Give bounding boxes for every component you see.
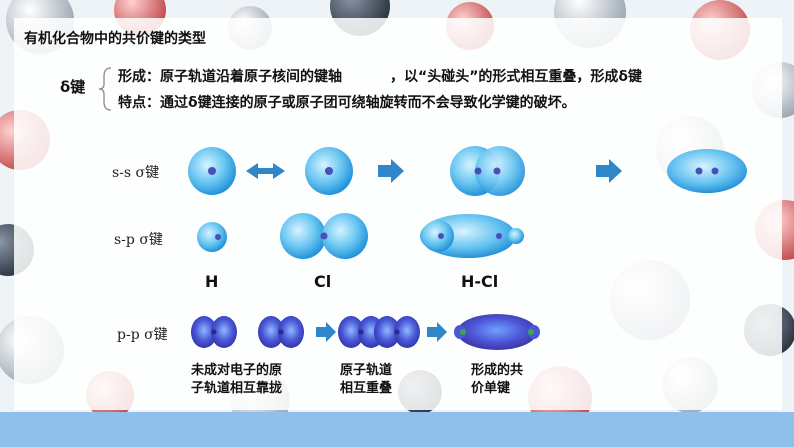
- step2-line2: 相互重叠: [340, 381, 393, 396]
- bottom-band: [0, 412, 794, 447]
- pp-separate-orbitals: [191, 316, 304, 348]
- atom-label-h: H: [205, 272, 219, 291]
- formation-text: 形成：原子轨道沿着原子核间的键轴 ，以“头碰头”的形式相互重叠，形成δ键: [118, 66, 642, 86]
- formation-suffix: ，以“头碰头”的形式相互重叠，形成δ键: [390, 69, 643, 85]
- pp-sigma-bond-orbital: [454, 314, 540, 350]
- step3-line2: 价单键: [471, 381, 511, 396]
- arrow-right-icon: [427, 322, 447, 342]
- feature-text: 特点：通过δ键连接的原子或原子团可绕轴旋转而不会导致化学键的破坏。: [118, 95, 576, 111]
- ss-separate-orbitals: [188, 147, 353, 195]
- step1-line1: 未成对电子的原: [191, 363, 283, 378]
- h-s-orbital: [197, 222, 227, 252]
- atom-label-cl: Cl: [314, 272, 332, 291]
- step-caption-3: 形成的共 价单键: [471, 362, 523, 398]
- pp-overlapping-orbitals: [338, 316, 420, 348]
- cl-p-orbital: [280, 213, 368, 259]
- formation-prefix: 形成：原子轨道沿着原子核间的键轴: [118, 69, 342, 85]
- step-caption-2: 原子轨道 相互重叠: [340, 362, 392, 398]
- ss-sigma-bond-orbital: [667, 149, 747, 193]
- step-caption-1: 未成对电子的原 子轨道相互靠拢: [191, 362, 282, 398]
- step2-line1: 原子轨道: [340, 363, 393, 378]
- brace-icon: [98, 67, 112, 111]
- content-panel: [14, 18, 782, 410]
- step3-line1: 形成的共: [471, 363, 524, 378]
- sigma-bond-label: δ键: [60, 78, 86, 96]
- double-arrow-icon: [246, 163, 285, 179]
- arrow-right-icon: [596, 159, 622, 183]
- row-label-pp: p-p σ键: [117, 327, 168, 343]
- row-label-sp: s-p σ键: [114, 232, 163, 248]
- hcl-sigma-bond-orbital: [420, 214, 524, 258]
- row-label-ss: s-s σ键: [112, 165, 160, 181]
- page-title: 有机化合物中的共价键的类型: [24, 31, 206, 47]
- arrow-right-icon: [378, 159, 404, 183]
- step1-line2: 子轨道相互靠拢: [191, 381, 283, 396]
- atom-label-hcl: H-Cl: [461, 272, 499, 291]
- arrow-right-icon: [316, 322, 336, 342]
- ss-approaching-orbitals: [450, 146, 525, 196]
